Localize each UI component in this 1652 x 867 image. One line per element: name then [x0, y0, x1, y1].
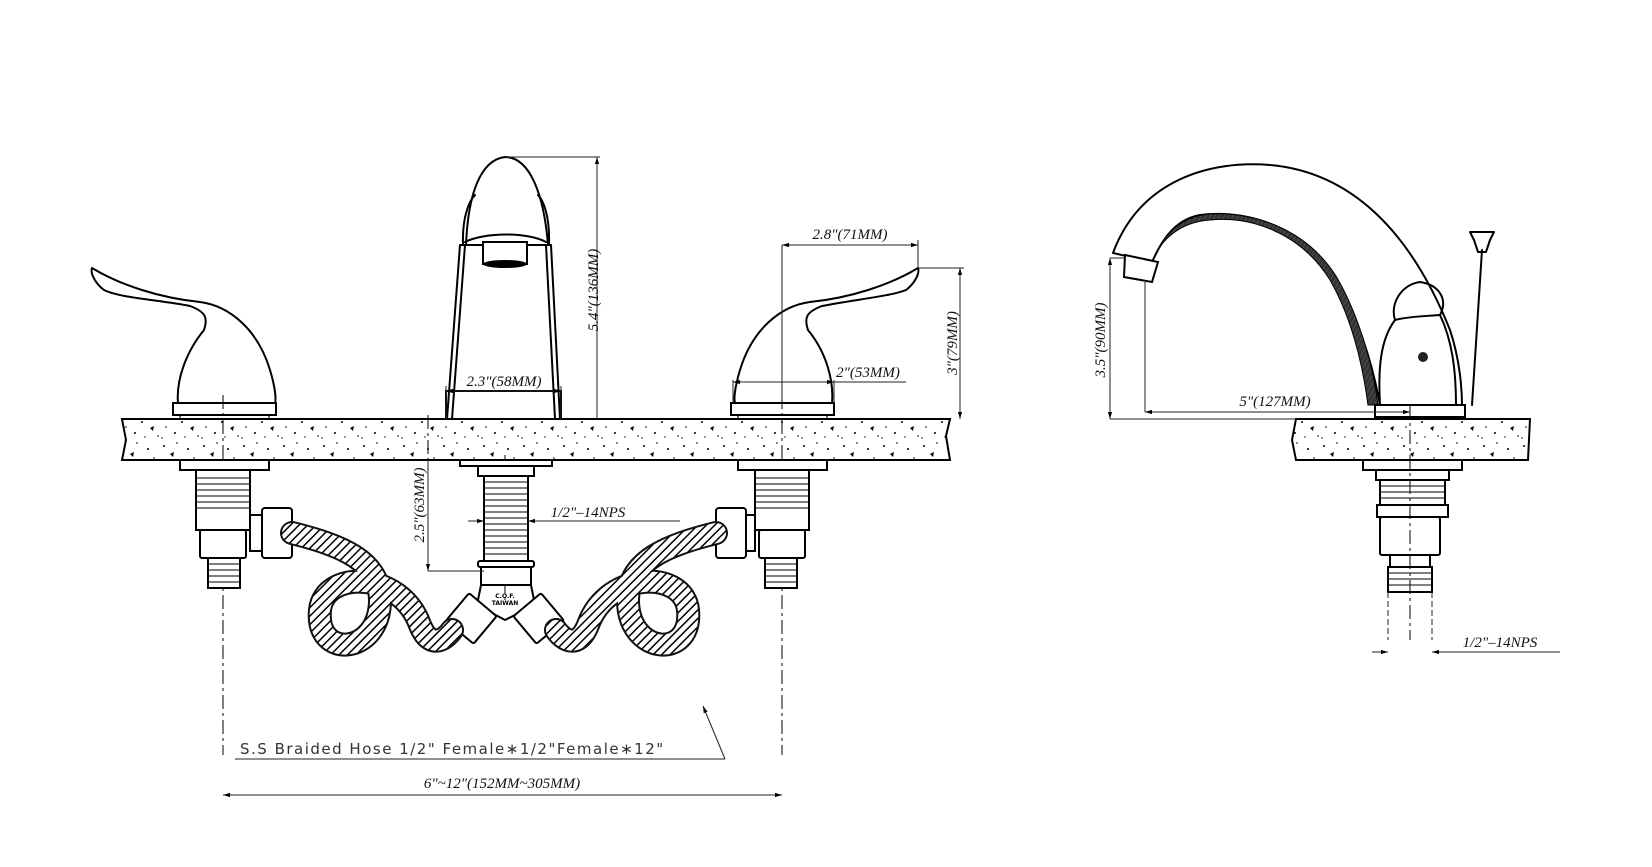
braided-hose-right	[544, 521, 728, 657]
spout-base-label: 2.3"(58MM)	[466, 374, 541, 390]
spout-height-label: 5.4"(136MM)	[586, 249, 602, 332]
side-thread-label: 1/2"–14NPS	[1463, 635, 1538, 651]
dim-spread: 6"~12"(152MM~305MM)	[223, 776, 782, 798]
side-valve-body	[1362, 405, 1463, 640]
fitting-mark-line1: C.O.F.	[495, 593, 514, 600]
dim-handle-base: 2"(53MM)	[732, 365, 906, 403]
dim-side-thread: 1/2"–14NPS	[1372, 635, 1560, 655]
side-view: 3.5"(90MM) 5"(127MM) 1/2"–14NPS	[1093, 163, 1560, 655]
handle-reach-label: 2.8"(71MM)	[812, 227, 887, 243]
hose-callout: S.S Braided Hose 1/2" Female∗1/2"Female∗…	[235, 705, 726, 760]
dim-spout-base: 2.3"(58MM)	[445, 374, 562, 419]
dim-handle-height: 3"(79MM)	[918, 267, 964, 419]
countertop	[120, 418, 952, 461]
hose-label: S.S Braided Hose 1/2" Female∗1/2"Female∗…	[240, 740, 665, 758]
side-handle	[1374, 231, 1495, 418]
right-valve-body	[715, 459, 828, 589]
front-view: C.O.F. TAIWAN 5.4"(136MM)	[90, 156, 964, 798]
fitting-mark-line2: TAIWAN	[492, 600, 519, 607]
shank-length-label: 2.5"(63MM)	[412, 467, 428, 542]
left-valve-body	[179, 459, 293, 589]
braided-hose-left	[280, 521, 464, 657]
right-handle	[730, 267, 920, 420]
left-handle	[90, 267, 277, 420]
dim-handle-reach: 2.8"(71MM)	[781, 227, 919, 400]
dim-side-height: 3.5"(90MM)	[1093, 257, 1125, 419]
dim-spout-height: 5.4"(136MM)	[505, 156, 602, 419]
handle-base-label: 2"(53MM)	[836, 365, 900, 381]
dim-center-thread: 1/2"–14NPS	[468, 505, 680, 524]
side-countertop	[1110, 418, 1532, 461]
dim-shank-length: 2.5"(63MM)	[412, 460, 484, 572]
handle-height-label: 3"(79MM)	[945, 311, 961, 376]
side-height-label: 3.5"(90MM)	[1093, 302, 1109, 378]
spread-label: 6"~12"(152MM~305MM)	[424, 776, 580, 792]
center-shank: C.O.F. TAIWAN	[445, 459, 565, 645]
side-reach-label: 5"(127MM)	[1239, 394, 1310, 410]
dim-side-reach: 5"(127MM)	[1144, 280, 1410, 415]
center-thread-label: 1/2"–14NPS	[551, 505, 626, 521]
